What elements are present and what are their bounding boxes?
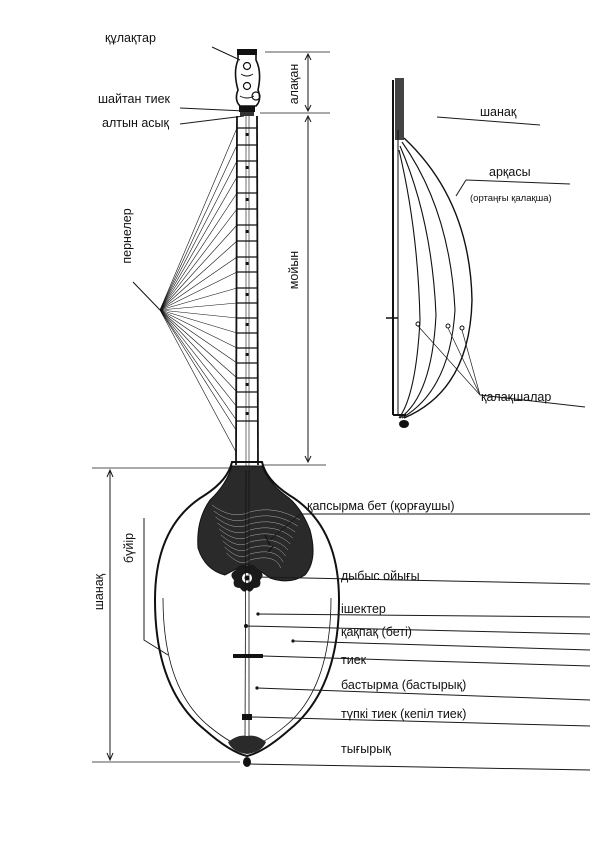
tuning-peg-upper <box>242 61 252 71</box>
pegbox <box>234 49 261 116</box>
fret-markers <box>245 133 249 415</box>
label-altyn-asyq: алтын асық <box>102 116 170 130</box>
fret-pointer-line <box>159 309 238 334</box>
neck <box>235 115 259 470</box>
grain-line <box>217 522 293 539</box>
sound-hole <box>231 564 263 592</box>
grain-line <box>219 528 291 545</box>
fret-pointer-line <box>159 208 238 311</box>
fret-pointer-line <box>159 309 237 453</box>
side-neck-hatched <box>395 78 404 140</box>
fret-marker <box>245 198 249 201</box>
label-ortangy: (ортаңғы қалақша) <box>470 193 552 204</box>
fret-pointer-line <box>159 309 238 408</box>
fret-pointer-line <box>159 309 238 364</box>
labels: құлақтар шайтан тиек алтын асық алақан п… <box>92 31 552 756</box>
fret-marker <box>245 133 249 136</box>
fret-pointer-line <box>159 256 238 311</box>
pernel-leader <box>132 281 161 311</box>
fret-pointer-line <box>159 176 238 311</box>
label-dybys: дыбыс ойығы <box>341 569 420 583</box>
fret-marker <box>245 323 249 326</box>
fret-pointer-line <box>159 309 238 422</box>
label-moiyn: мойын <box>287 251 301 290</box>
fret-pointer-line <box>159 309 238 393</box>
fret-marker <box>245 166 249 169</box>
golden-knuckle <box>240 112 254 116</box>
label-shaitan-tiek: шайтан тиек <box>98 92 171 106</box>
nut-block <box>239 106 255 112</box>
label-qalaqshalar: қалақшалар <box>481 390 551 404</box>
end-button <box>243 757 251 767</box>
label-shanaq-side: шанақ <box>480 105 517 119</box>
fret-marker <box>245 293 249 296</box>
fret-pointer-line <box>159 271 238 311</box>
grain-line <box>226 552 282 569</box>
fret-pointer-lines <box>132 127 238 453</box>
label-arqasy: арқасы <box>489 165 531 179</box>
fret-pointer-line <box>159 144 238 311</box>
fret-marker <box>245 262 249 265</box>
label-bastyrma: бастырма (бастырық) <box>341 678 466 692</box>
dombra-side-view <box>386 78 586 428</box>
fret-pointer-line <box>159 127 238 311</box>
label-qapsyrma: қапсырма бет (қорғаушы) <box>307 499 454 513</box>
pegbox-top-cap <box>237 49 257 55</box>
fret-pointer-line <box>159 192 238 311</box>
label-ishekter: ішектер <box>341 602 386 616</box>
bottom-plate <box>228 735 266 754</box>
fret-lines <box>237 127 257 422</box>
label-buiir: бүйір <box>122 533 136 563</box>
tuning-peg-side <box>251 91 261 101</box>
fret-marker <box>245 383 249 386</box>
grain-line <box>215 516 296 533</box>
fret-pointer-line <box>159 287 238 311</box>
dimension-lines <box>92 51 330 763</box>
label-tupki: түпкі тиек (кепіл тиек) <box>341 707 466 721</box>
body <box>153 461 341 767</box>
grain-line <box>211 504 301 521</box>
fret-pointer-line <box>159 309 238 319</box>
grain-line <box>213 510 298 527</box>
fret-pointer-line <box>159 309 238 349</box>
grain-line <box>220 534 289 551</box>
fret-pointer-line <box>159 224 238 311</box>
label-shanaq-main: шанақ <box>92 573 106 610</box>
fret-pointer-line <box>159 160 238 311</box>
label-alaqan: алақан <box>287 64 301 105</box>
dombra-front-view <box>132 49 341 767</box>
label-tiek: тиек <box>341 653 367 667</box>
fret-marker <box>245 230 249 233</box>
grain-line <box>224 546 284 563</box>
tailpiece <box>242 714 252 720</box>
fret-marker <box>245 353 249 356</box>
leader-lines <box>179 46 591 771</box>
bridge <box>233 654 263 658</box>
tuning-peg-lower <box>242 81 252 91</box>
label-qaqpaq: қақпақ (беті) <box>341 625 412 639</box>
protective-plate <box>197 465 314 582</box>
label-tyryq: тығырық <box>341 742 391 756</box>
grain-line <box>222 540 286 557</box>
label-qulaqtar: құлақтар <box>105 31 156 45</box>
fret-pointer-line <box>159 309 237 431</box>
fret-pointer-line <box>159 240 238 311</box>
fret-pointer-line <box>159 302 238 311</box>
label-pernel: пернелер <box>120 208 134 263</box>
fret-marker <box>245 412 249 415</box>
wood-grain <box>211 504 301 569</box>
fret-pointer-line <box>159 309 238 379</box>
